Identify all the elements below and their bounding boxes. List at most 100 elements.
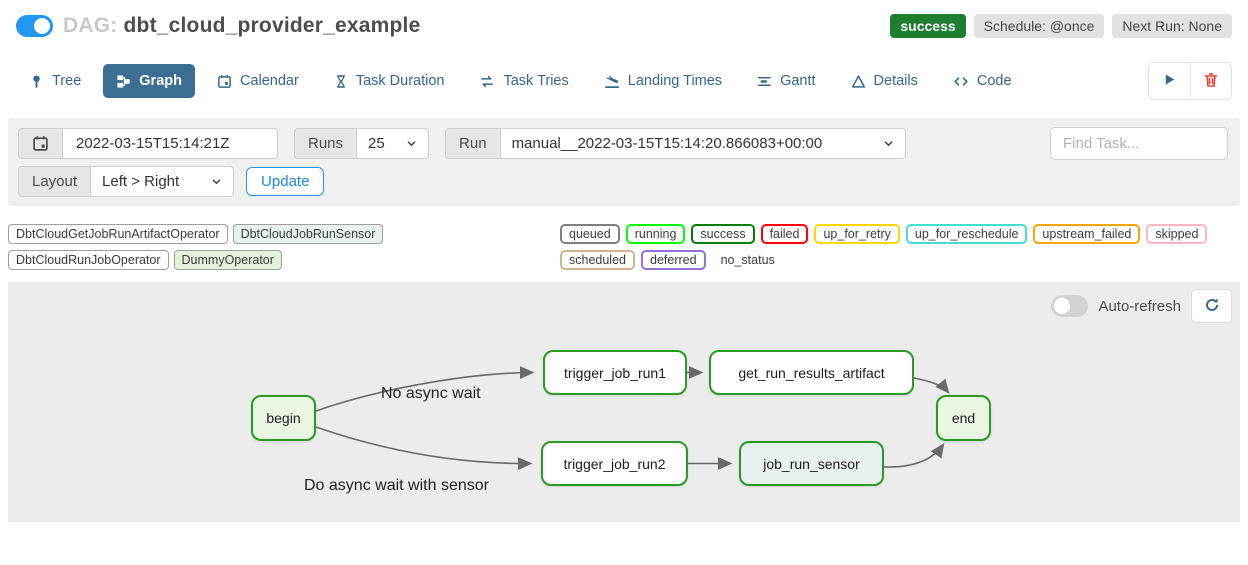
runs-label: Runs [294,128,358,159]
auto-refresh-toggle[interactable] [1051,295,1089,317]
chevron-down-icon [883,138,894,149]
gantt-icon [757,74,772,89]
operator-badge: DummyOperator [173,250,282,270]
tab-label: Graph [139,73,182,89]
tree-icon [29,74,44,89]
details-icon [851,74,866,89]
tab-calendar[interactable]: Calendar [204,64,312,98]
layout-label: Layout [18,166,92,197]
tab-label: Task Tries [503,73,569,89]
tab-details[interactable]: Details [838,64,931,98]
repeat-icon [479,74,495,89]
edge-job_run_sensor-to-end [883,443,945,468]
toggle-knob [34,18,50,34]
graph-icon [116,74,131,89]
trigger-dag-button[interactable] [1149,63,1190,99]
num-runs-select[interactable]: 25 [357,128,430,159]
run-group: Run manual__2022-03-15T15:14:20.866083+0… [445,128,906,159]
refresh-icon [1204,297,1220,316]
layout-select-value: Left > Right [102,173,180,190]
toggle-knob [1054,298,1071,314]
tab-label: Code [976,73,1012,89]
task-node-begin[interactable]: begin [251,395,316,441]
tab-label: Gantt [780,73,816,89]
edge-begin-to-trigger_job_run2 [315,426,533,470]
state-badge-deferred: deferred [641,250,706,270]
layout-group: Layout Left > Right [18,166,235,197]
delete-dag-button[interactable] [1190,63,1231,99]
code-icon [953,74,969,89]
state-badge-no_status: no_status [720,253,775,267]
calendar-addon-icon[interactable] [18,128,63,159]
run-select[interactable]: manual__2022-03-15T15:14:20.866083+00:00 [500,128,906,159]
next-run-badge: Next Run: None [1112,14,1232,38]
tab-task-duration[interactable]: Task Duration [321,64,458,98]
tab-label: Calendar [239,73,299,89]
base-date-input[interactable] [63,128,278,159]
tab-code[interactable]: Code [940,64,1025,98]
dag-name: dbt_cloud_provider_example [123,14,421,37]
task-node-trigger_job_run2[interactable]: trigger_job_run2 [541,441,688,486]
state-badge-running: running [625,224,686,244]
tab-label: Landing Times [627,73,723,89]
filter-bar: Runs 25 Run manual__2022-03-15T15:14:20.… [8,118,1240,206]
operator-badge: DbtCloudRunJobOperator [8,250,169,270]
run-label: Run [445,128,501,159]
num-runs-value: 25 [368,135,385,152]
task-node-get_run_results_artifact[interactable]: get_run_results_artifact [709,350,914,395]
edge-get_run_results_artifact-to-end [913,377,950,394]
run-select-value: manual__2022-03-15T15:14:20.866083+00:00 [511,135,823,152]
tab-label: Details [873,73,918,89]
tab-label: Task Duration [355,73,445,89]
tab-landing-times[interactable]: Landing Times [591,64,735,98]
state-badge-skipped: skipped [1146,224,1208,244]
edge-begin-to-trigger_job_run1 [315,366,535,412]
operator-badge: DbtCloudGetJobRunArtifactOperator [8,224,228,244]
base-date-group [18,128,278,159]
num-runs-group: Runs 25 [294,128,430,159]
state-badge-queued: queued [560,224,620,244]
task-node-job_run_sensor[interactable]: job_run_sensor [739,441,884,486]
state-badge-upstream_failed: upstream_failed [1033,224,1141,244]
dag-prefix-label: DAG: [63,14,118,37]
chevron-down-icon [211,176,222,187]
graph-panel: Auto-refresh begin trigger_job_run1 get_ru… [8,282,1240,522]
dag-action-buttons [1148,62,1232,100]
update-button[interactable]: Update [246,167,325,196]
view-tabbar: Tree Graph Calendar Task Duration Task Tries… [0,62,1248,100]
refresh-button[interactable] [1191,289,1232,323]
trash-icon [1203,72,1219,91]
auto-refresh-label: Auto-refresh [1098,297,1181,315]
dag-edges [315,366,950,470]
tab-bar: Tree Graph Calendar Task Duration Task Tries… [16,64,1025,98]
hourglass-icon [334,74,348,89]
play-icon [1162,72,1177,90]
landing-icon [604,74,620,89]
layout-select[interactable]: Left > Right [91,166,235,197]
operator-badge: DbtCloudJobRunSensor [232,224,384,244]
edge-label: No async wait [381,385,481,402]
state-badge-success: success [691,224,755,244]
chevron-down-icon [406,138,417,149]
dag-status-badge: success [890,14,966,38]
state-badge-up_for_reschedule: up_for_reschedule [905,224,1028,244]
edge-label: Do async wait with sensor [304,477,489,494]
task-node-trigger_job_run1[interactable]: trigger_job_run1 [543,350,687,395]
find-task-input[interactable] [1050,127,1228,160]
tab-graph[interactable]: Graph [103,64,195,98]
tab-tree[interactable]: Tree [16,64,94,98]
state-badge-scheduled: scheduled [560,250,635,270]
task-node-end[interactable]: end [936,395,991,441]
page-title: DAG: dbt_cloud_provider_example [63,14,420,38]
state-badge-failed: failed [760,224,809,244]
schedule-badge: Schedule: @once [973,14,1105,38]
tab-task-tries[interactable]: Task Tries [466,64,581,98]
dag-header: DAG: dbt_cloud_provider_example success … [0,0,1248,38]
tab-label: Tree [52,73,82,89]
tab-gantt[interactable]: Gantt [744,64,828,98]
dag-enabled-toggle[interactable] [16,15,53,37]
state-badge-up_for_retry: up_for_retry [814,224,900,244]
